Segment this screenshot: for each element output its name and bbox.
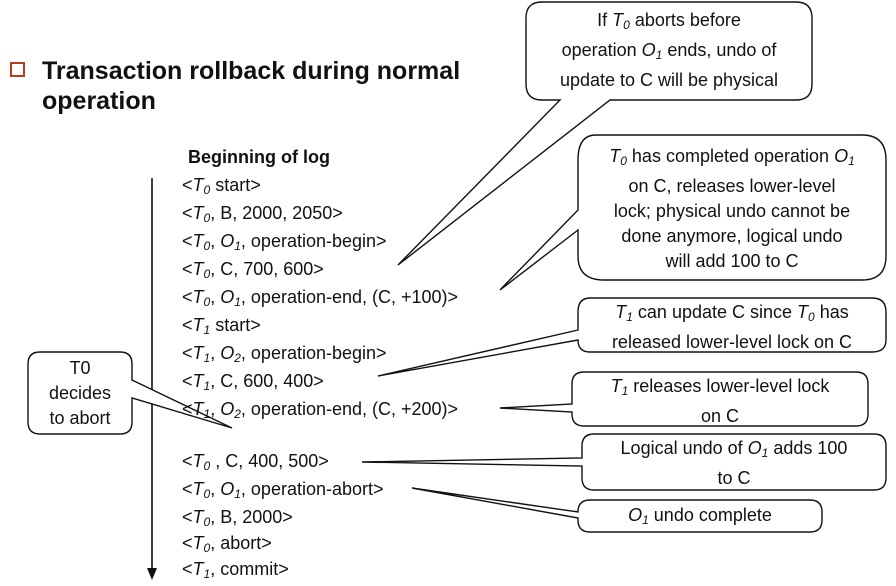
callout-t1-update bbox=[377, 297, 887, 377]
log-entry: <T1, commit> bbox=[182, 559, 289, 581]
log-entry: <T0, B, 2000, 2050> bbox=[182, 203, 343, 225]
callout-completed bbox=[499, 134, 887, 291]
timeline-arrowhead bbox=[147, 568, 157, 580]
log-entry: <T0, O1, operation-end, (C, +100)> bbox=[182, 287, 459, 309]
log-entry: <T0 start> bbox=[182, 175, 261, 197]
log-entry: <T1, O2, operation-end, (C, +200)> bbox=[182, 399, 459, 421]
log-entry: <T1, C, 600, 400> bbox=[182, 371, 324, 393]
log-entry: <T0, O1, operation-abort> bbox=[182, 479, 384, 501]
log-entry: <T0, B, 2000> bbox=[182, 507, 293, 529]
callout-undo-complete-text: O1 undo complete bbox=[628, 505, 772, 527]
log-entry: <T1 start> bbox=[182, 315, 261, 337]
callout-physical-undo bbox=[397, 1, 813, 266]
log-entry: <T0, abort> bbox=[182, 533, 272, 555]
callout-t0-abort-text: T0 decides to abort bbox=[48, 358, 112, 428]
log-entry: <T0, C, 700, 600> bbox=[182, 259, 324, 281]
callout-t1-release bbox=[499, 371, 869, 427]
callout-completed-text: T0 has completed operation O1 on C, rele… bbox=[609, 146, 855, 271]
callout-t1-update-text: T1 can update C since T0 has released lo… bbox=[611, 302, 853, 352]
callout-logical-undo bbox=[361, 433, 887, 491]
log-header: Beginning of log bbox=[188, 147, 330, 167]
callout-t1-release-text: T1 releases lower-level lock on C bbox=[610, 376, 830, 426]
bullet-square-icon bbox=[10, 62, 25, 77]
callout-physical-undo-text: If T0 aborts before operation O1 ends, u… bbox=[559, 10, 779, 90]
slide-title: Transaction rollback during normal opera… bbox=[42, 57, 461, 115]
log-entry: <T1, O2, operation-begin> bbox=[182, 343, 387, 365]
callout-logical-undo-text: Logical undo of O1 adds 100 to C bbox=[620, 438, 848, 488]
log-entry: <T0, O1, operation-begin> bbox=[182, 231, 387, 253]
callout-t0-abort bbox=[27, 351, 233, 435]
log-entry: <T0 , C, 400, 500> bbox=[182, 451, 329, 473]
callout-undo-complete bbox=[411, 487, 823, 533]
